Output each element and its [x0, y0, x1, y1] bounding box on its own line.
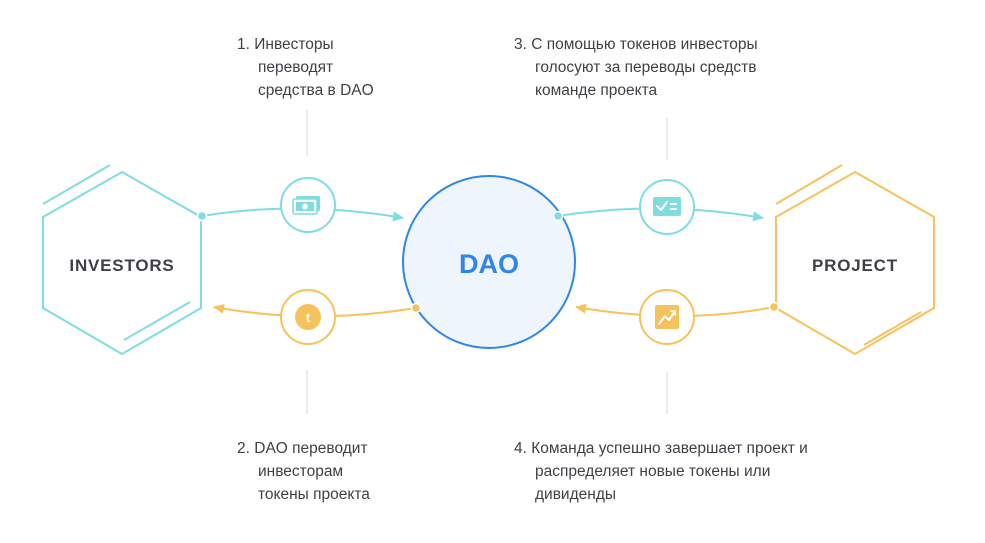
investors-node: INVESTORS [42, 164, 202, 356]
step-2-text: 2. DAO переводит инвесторам токены проек… [237, 440, 370, 503]
dao-node: DAO [402, 175, 576, 349]
coin-symbol: t [306, 310, 311, 325]
dot-dao-out [552, 210, 564, 222]
dao-label: DAO [459, 249, 519, 279]
token-coin-icon: t [280, 289, 336, 345]
ballot-check-icon [639, 179, 695, 235]
dot-project-out [768, 301, 780, 313]
growth-chart-icon [639, 289, 695, 345]
investors-label: INVESTORS [69, 256, 174, 275]
project-label: PROJECT [812, 256, 898, 275]
money-icon [280, 177, 336, 233]
step-3-text: 3. С помощью токенов инвесторы голосуют … [514, 36, 758, 99]
dot-dao-in [410, 302, 422, 314]
dot-investors-out [196, 210, 208, 222]
project-node: PROJECT [775, 164, 935, 356]
step-4-text: 4. Команда успешно завершает проект и ра… [514, 440, 808, 503]
step-1-text: 1. Инвесторы переводят средства в DAO [237, 36, 374, 99]
